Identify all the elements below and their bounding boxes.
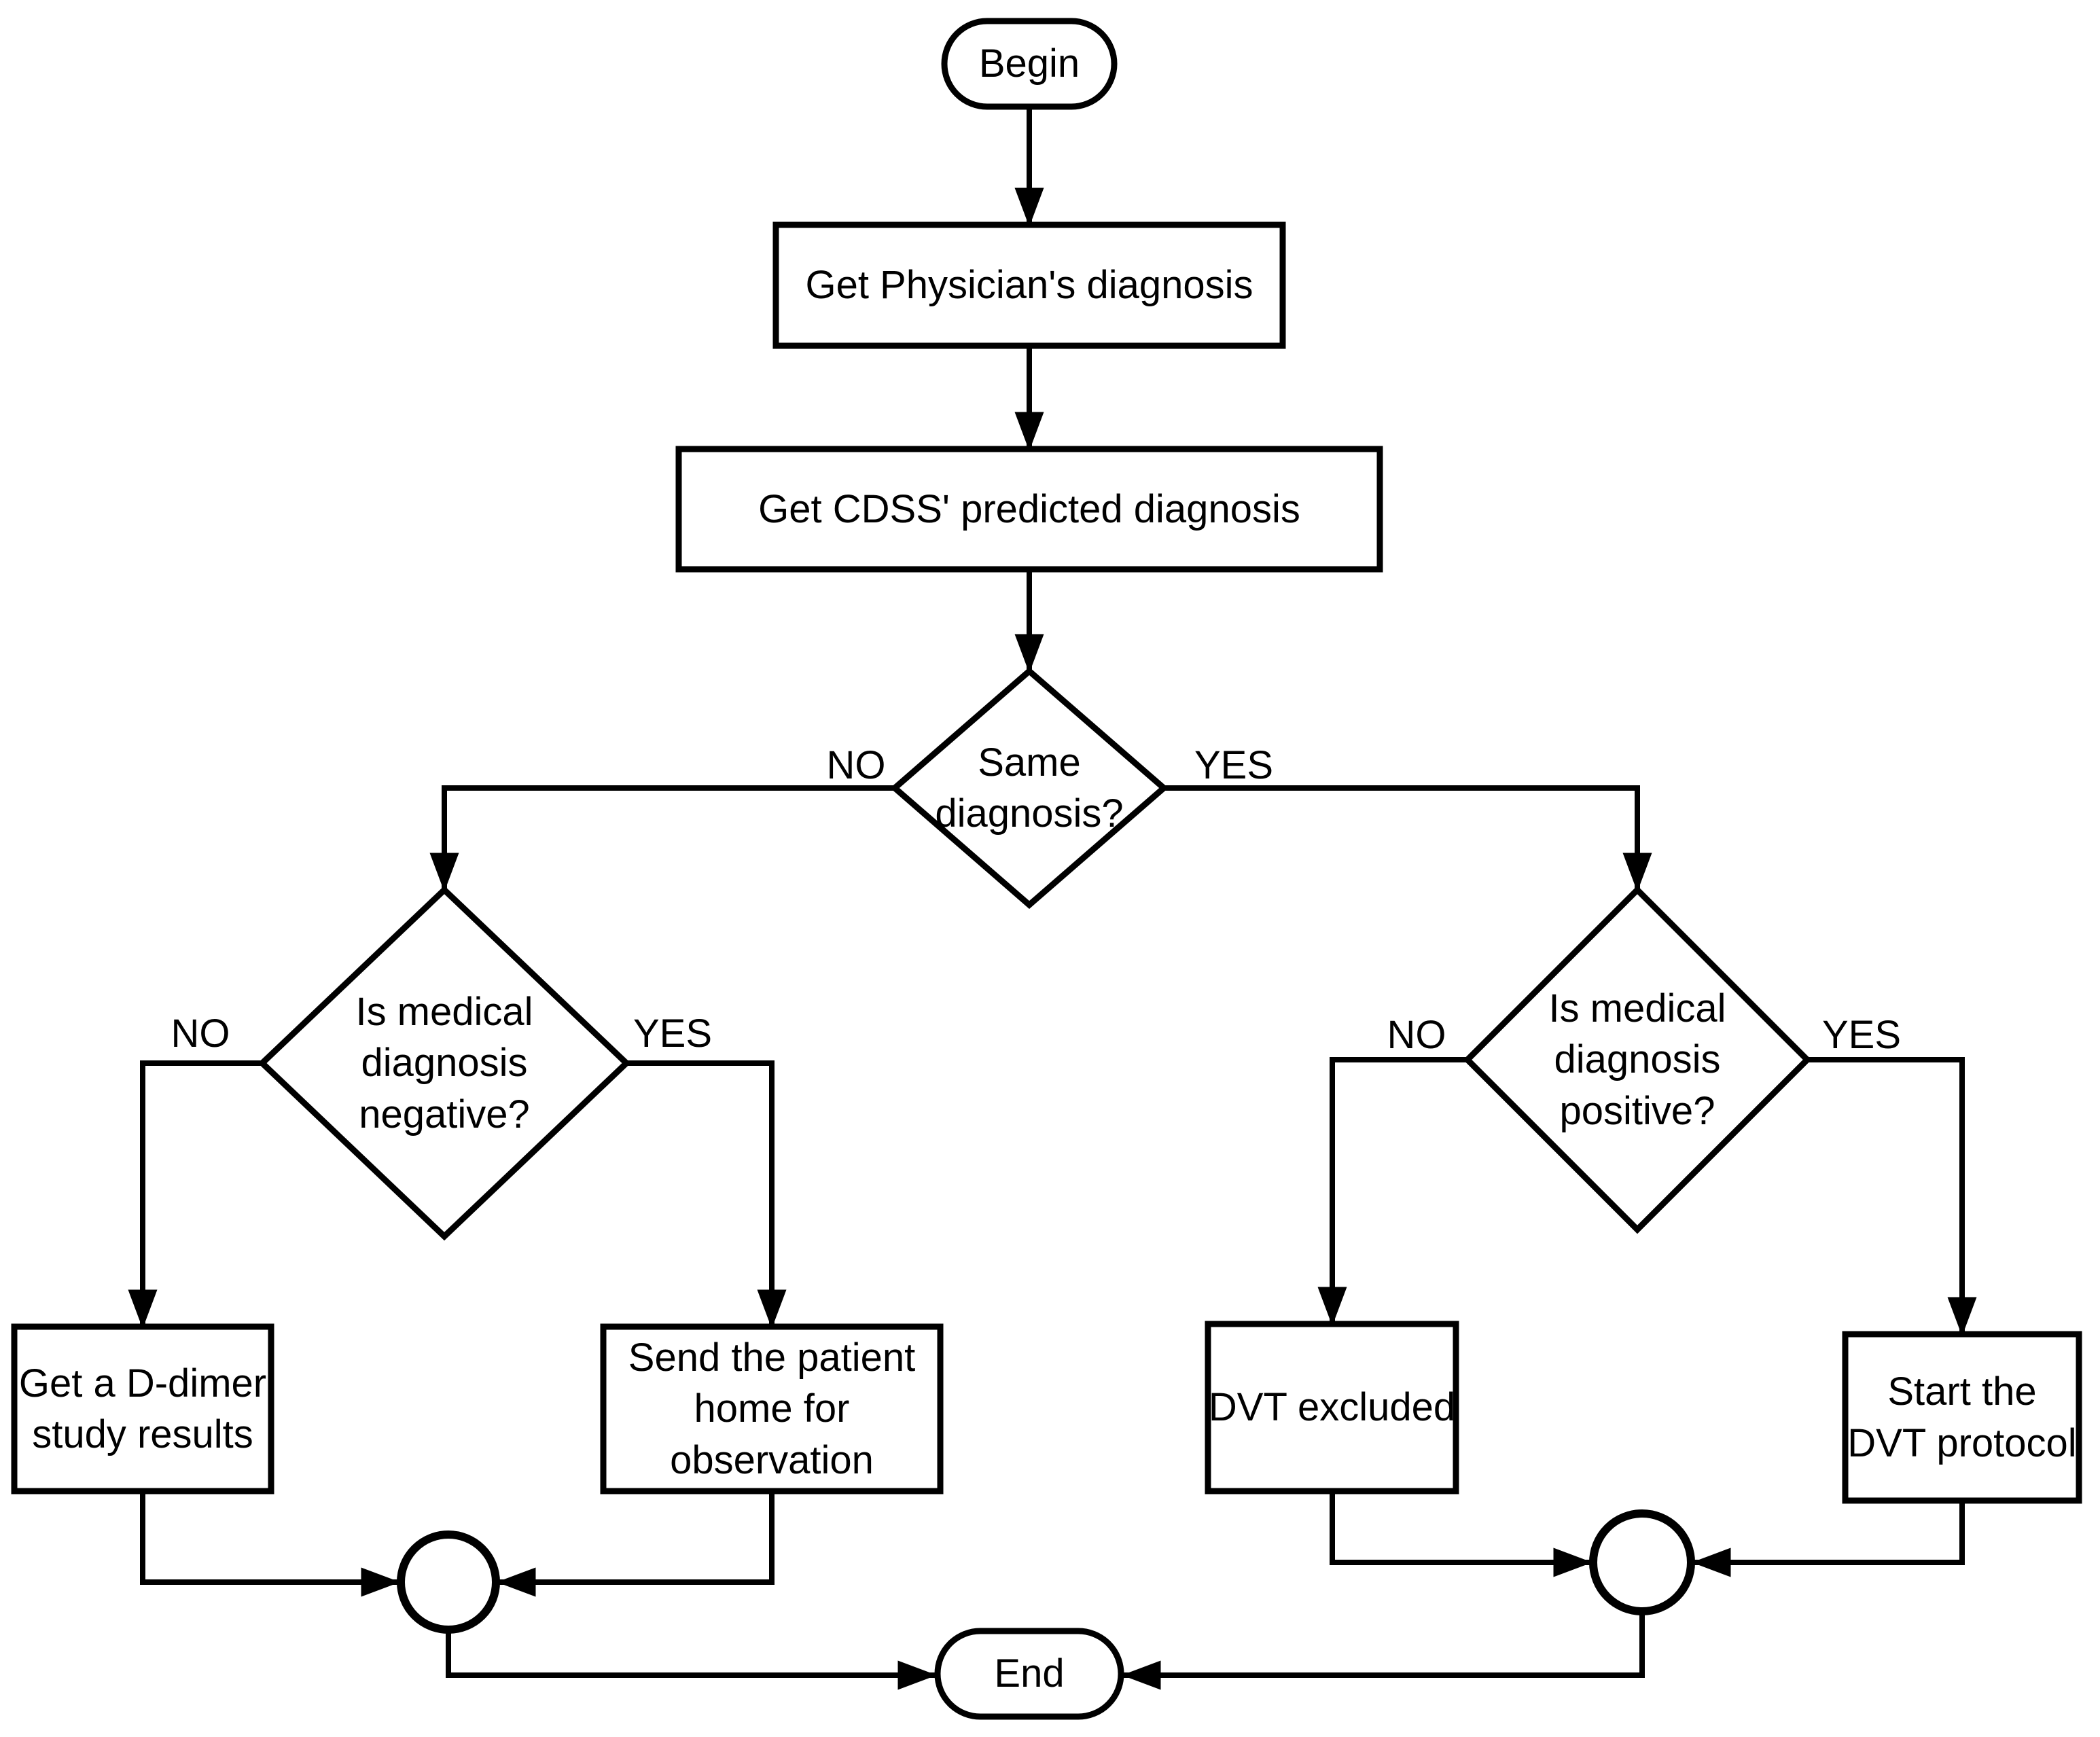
diagnosis-negative-no-label: NO — [171, 1011, 230, 1056]
get-cdss-diagnosis-label: Get CDSS' predicted diagnosis — [758, 486, 1300, 531]
process-ddimer-study — [11, 1323, 274, 1494]
terminator-end — [934, 1628, 1124, 1720]
edge-protocol-to-join-right — [1692, 1501, 1965, 1577]
begin-label: Begin — [978, 41, 1080, 86]
end-label: End — [994, 1651, 1065, 1696]
edge-negative-no-to-ddimer — [128, 1060, 262, 1329]
dvt-protocol-label: Start the DVT protocol — [1847, 1369, 2077, 1465]
diagnosis-positive-yes-label: YES — [1821, 1013, 1902, 1058]
get-physician-diagnosis-label: Get Physician's diagnosis — [805, 263, 1253, 308]
process-dvt-excluded — [1205, 1321, 1459, 1494]
process-send-home — [600, 1323, 944, 1494]
process-dvt-protocol — [1842, 1331, 2082, 1504]
process-get-cdss-diagnosis — [675, 446, 1383, 573]
terminator-begin — [941, 18, 1118, 110]
send-home-label: Send the patient home for observation — [628, 1335, 916, 1482]
same-diagnosis-label: Same diagnosis? — [935, 740, 1124, 836]
decision-diagnosis-negative — [257, 885, 631, 1241]
ddimer-study-label: Get a D-dimer study results — [18, 1361, 267, 1456]
decision-diagnosis-positive — [1463, 885, 1812, 1234]
edge-positive-no-to-excluded — [1317, 1057, 1467, 1326]
diagnosis-positive-no-label: NO — [1387, 1013, 1446, 1058]
process-get-physician-diagnosis — [772, 221, 1286, 349]
diagnosis-negative-yes-label: YES — [633, 1011, 713, 1056]
edge-ddimer-to-join-left — [140, 1491, 400, 1597]
edge-excluded-to-join-right — [1330, 1491, 1592, 1577]
edge-same-no-to-negative — [429, 785, 895, 892]
diagnosis-positive-label: Is medical diagnosis positive? — [1548, 986, 1726, 1133]
join-connector-left — [397, 1530, 500, 1634]
edge-positive-yes-to-protocol — [1807, 1057, 1977, 1336]
edge-sendhome-to-join-left — [497, 1491, 775, 1597]
edge-join-right-to-end — [1122, 1611, 1645, 1690]
diagnosis-negative-label: Is medical diagnosis negative? — [355, 989, 533, 1136]
same-diagnosis-no-label: NO — [826, 743, 886, 788]
edge-same-yes-to-positive — [1164, 785, 1652, 892]
dvt-excluded-label: DVT excluded — [1208, 1385, 1456, 1430]
same-diagnosis-yes-label: YES — [1194, 743, 1274, 788]
join-connector-right — [1589, 1509, 1695, 1615]
edge-join-left-to-end — [446, 1630, 937, 1690]
edge-negative-yes-to-sendhome — [626, 1060, 787, 1329]
decision-same-diagnosis — [890, 667, 1169, 909]
